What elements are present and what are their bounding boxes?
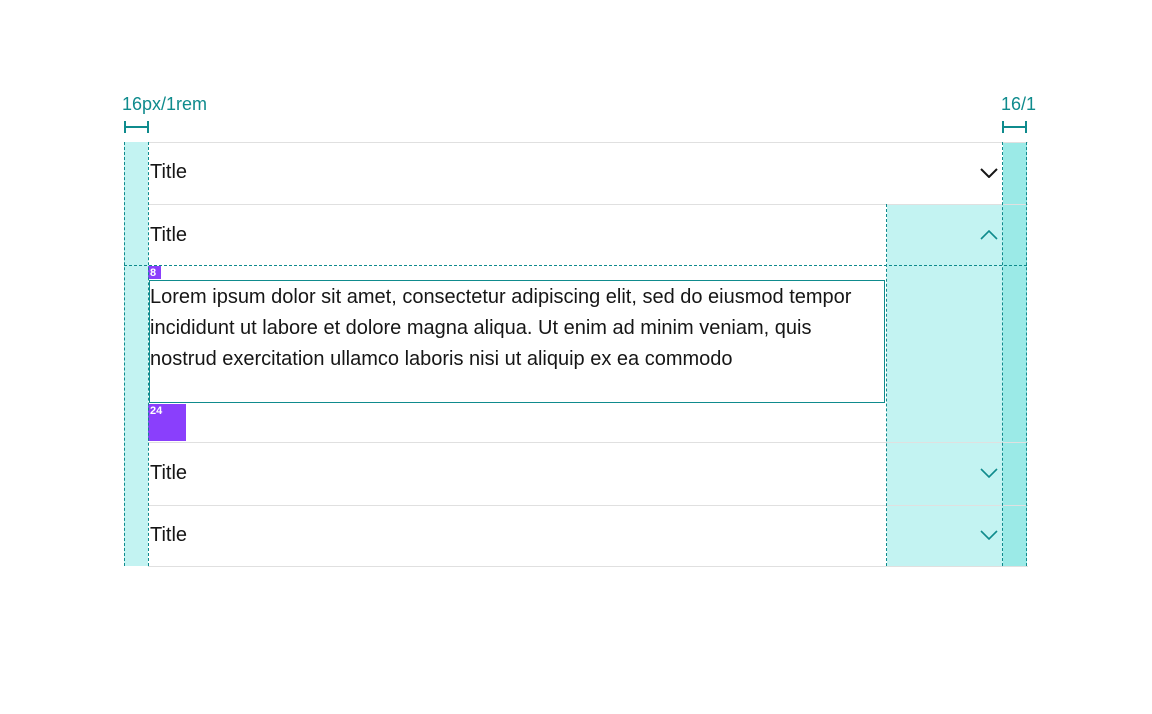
accordion-bottom-border (148, 566, 1028, 567)
chevron-up-icon (980, 230, 998, 240)
accordion-item-title: Title (150, 462, 188, 484)
guide-left-outer (124, 142, 125, 566)
accordion-item-2[interactable] (148, 205, 1028, 265)
guide-right-inner (1002, 142, 1003, 566)
content-area-outline (149, 280, 885, 403)
right-bracket-line (1002, 126, 1026, 128)
chevron-down-icon (980, 530, 998, 540)
accordion-content-text: Lorem ipsum dolor sit amet, consectetur … (150, 286, 852, 370)
left-padding-overlay (124, 142, 148, 566)
right-padding-label: 16/1 (1001, 94, 1037, 114)
accordion-item-title: Title (150, 161, 188, 183)
accordion-item-1[interactable] (148, 143, 1028, 204)
chevron-down-icon (980, 468, 998, 478)
accordion-item-3[interactable] (148, 443, 1028, 505)
left-padding-label: 16px/1rem (122, 94, 208, 114)
accordion-item-4[interactable] (148, 506, 1028, 566)
guide-left-inner (148, 142, 149, 566)
accordion-item-title: Title (150, 524, 188, 546)
accordion-top-border (148, 142, 1028, 143)
left-bracket-line (124, 126, 148, 128)
top-spacing-tag: 8 (148, 266, 161, 279)
guide-content-top (124, 265, 1027, 266)
accordion-item-title: Title (150, 224, 188, 246)
accordion-divider-1 (148, 204, 1028, 205)
accordion-divider-2 (148, 442, 1028, 443)
guide-icon-column (886, 204, 887, 566)
left-bracket-tick-end (147, 121, 149, 133)
chevron-down-icon (980, 168, 998, 178)
guide-right-outer (1026, 142, 1027, 566)
accordion-divider-3 (148, 505, 1028, 506)
right-padding-overlay (1003, 142, 1027, 566)
right-bracket-tick-end (1025, 121, 1027, 133)
bottom-spacing-tag: 24 (148, 404, 186, 441)
